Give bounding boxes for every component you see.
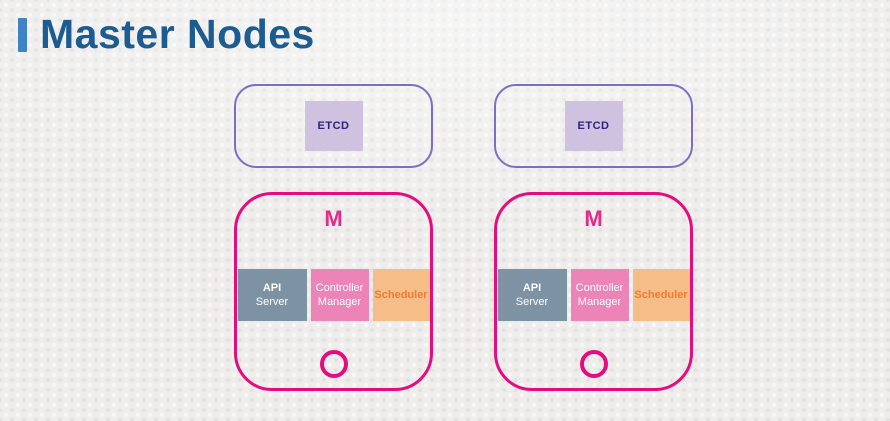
etcd-label-2: ETCD [577,120,610,132]
etcd-box-1: ETCD [304,101,363,151]
scheduler-label: Scheduler [634,289,688,301]
api-server-label-line2: Server [255,296,289,308]
etcd-label-1: ETCD [317,120,350,132]
master-node-group-2: ETCD M API Server Controller Manager Sch… [494,84,693,391]
api-server-box-2: API Server [497,269,567,321]
api-server-label-line1: API [522,282,542,294]
etcd-box-2: ETCD [564,101,623,151]
components-row-1: API Server Controller Manager Scheduler [237,269,430,321]
controller-manager-box-2: Controller Manager [570,269,629,321]
slide-header: Master Nodes [18,11,315,57]
api-server-label-line1: API [262,282,282,294]
master-node-label-1: M [324,206,343,231]
master-node-label-2: M [584,206,603,231]
controller-manager-box-1: Controller Manager [310,269,369,321]
page-title: Master Nodes [40,11,315,57]
api-server-box-1: API Server [237,269,307,321]
controller-manager-label-line1: Controller [575,282,624,294]
etcd-container-2: ETCD [494,84,693,168]
title-accent-bar [18,17,27,52]
controller-manager-label-line2: Manager [577,296,622,308]
master-node-group-1: ETCD M API Server Controller Manager Sch… [234,84,433,391]
master-node-box-1: M API Server Controller Manager Schedule… [234,192,433,391]
components-row-2: API Server Controller Manager Scheduler [497,269,690,321]
node-circle-icon [319,350,348,378]
controller-manager-label-line2: Manager [317,296,362,308]
master-node-box-2: M API Server Controller Manager Schedule… [494,192,693,391]
scheduler-box-1: Scheduler [372,269,430,321]
node-circle-icon [579,350,608,378]
api-server-label-line2: Server [515,296,549,308]
etcd-container-1: ETCD [234,84,433,168]
scheduler-box-2: Scheduler [632,269,690,321]
controller-manager-label-line1: Controller [315,282,364,294]
scheduler-label: Scheduler [374,289,428,301]
